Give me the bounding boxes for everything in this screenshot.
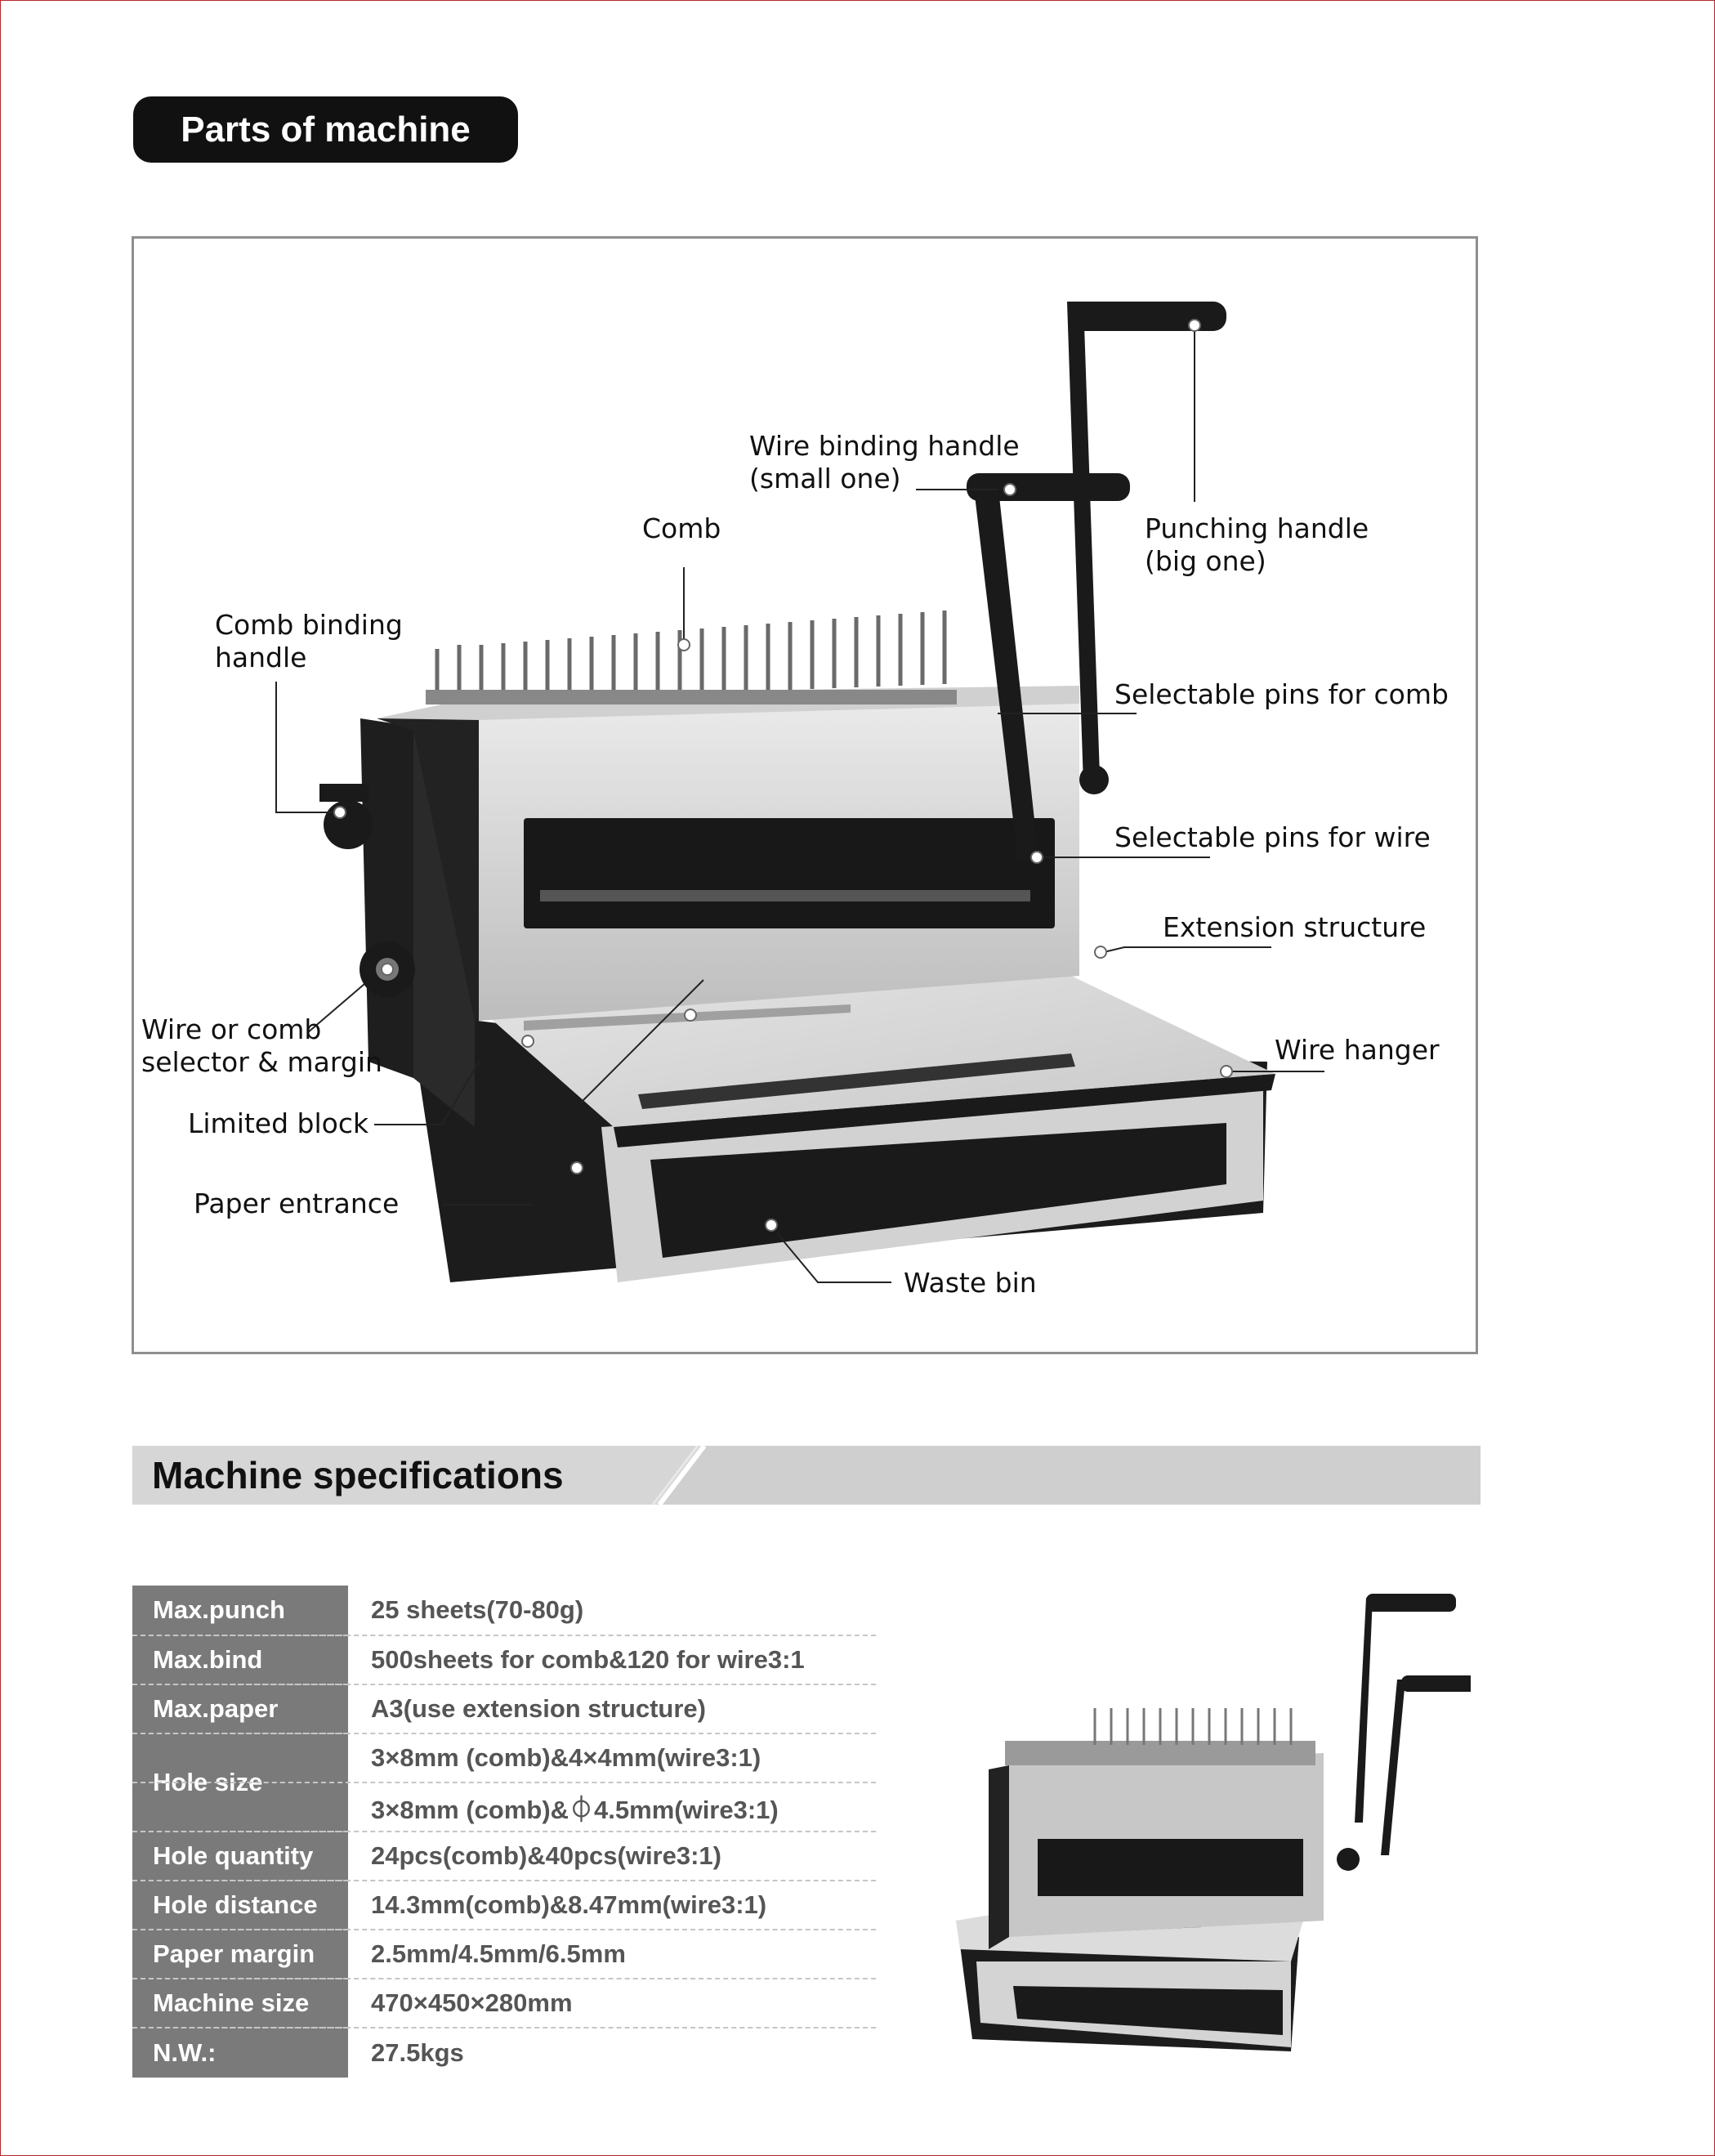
table-row: Max.punch 25 sheets(70-80g) (132, 1586, 876, 1636)
callout-wire-selector: Wire or comb selector & margin (141, 1013, 382, 1078)
table-row: N.W.: 27.5kgs (132, 2029, 876, 2078)
table-row: Hole quantity 24pcs(comb)&40pcs(wire3:1) (132, 1832, 876, 1881)
spec-value: 14.3mm(comb)&8.47mm(wire3:1) (132, 1881, 876, 1930)
callout-comb: Comb (642, 512, 721, 544)
spec-label: N.W.: (132, 2029, 348, 2078)
callout-waste-bin: Waste bin (904, 1267, 1037, 1299)
spec-value: 27.5kgs (371, 2038, 464, 2067)
table-row: Paper margin 2.5mm/4.5mm/6.5mm (132, 1930, 876, 1979)
parts-diagram-frame (132, 236, 1478, 1354)
callout-limited-block: Limited block (188, 1107, 369, 1139)
spec-value: 3×8mm (comb)&4×4mm(wire3:1) (132, 1734, 876, 1783)
callout-comb-binding-handle: Comb binding handle (215, 609, 403, 673)
table-row: Hole distance 14.3mm(comb)&8.47mm(wire3:… (132, 1881, 876, 1930)
binding-machine-thumbnail (956, 1594, 1471, 2051)
specs-header-band (132, 1446, 1481, 1505)
table-row: Max.paper A3(use extension structure) (132, 1685, 876, 1734)
callout-wire-hanger: Wire hanger (1275, 1034, 1440, 1066)
spec-value: 25 sheets(70-80g) (132, 1586, 876, 1636)
spec-value: 470×450×280mm (132, 1979, 876, 2029)
spec-label: Max.paper (132, 1685, 348, 1734)
spec-label: Hole quantity (132, 1832, 348, 1881)
specs-section-title: Machine specifications (152, 1454, 564, 1496)
specs-table: Max.punch 25 sheets(70-80g) Max.bind 500… (132, 1586, 876, 2078)
table-row: Max.bind 500sheets for comb&120 for wire… (132, 1636, 876, 1685)
binding-machine-illustration (275, 302, 1324, 1283)
callout-selectable-pins-comb: Selectable pins for comb (1114, 678, 1449, 710)
spec-value: 500sheets for comb&120 for wire3:1 (132, 1636, 876, 1685)
spec-value: 2.5mm/4.5mm/6.5mm (132, 1930, 876, 1979)
table-row: Hole size 3×8mm (comb)&4×4mm(wire3:1) 3×… (132, 1734, 876, 1832)
spec-value: 3×8mm (comb)&⏀4.5mm(wire3:1) (132, 1783, 876, 1832)
spec-label: Hole size (132, 1734, 348, 1832)
callout-paper-entrance: Paper entrance (194, 1188, 400, 1219)
callout-selectable-pins-wire: Selectable pins for wire (1114, 821, 1431, 853)
callout-punching-handle: Punching handle (big one) (1145, 512, 1369, 577)
callout-extension-structure: Extension structure (1163, 911, 1427, 943)
parts-section-title: Parts of machine (133, 96, 518, 163)
spec-label: Paper margin (132, 1930, 348, 1979)
spec-label: Max.bind (132, 1636, 348, 1685)
spec-value: 24pcs(comb)&40pcs(wire3:1) (132, 1832, 876, 1881)
table-row: Machine size 470×450×280mm (132, 1979, 876, 2029)
spec-label: Machine size (132, 1979, 348, 2029)
spec-value: A3(use extension structure) (132, 1685, 876, 1734)
callout-wire-binding-handle: Wire binding handle (small one) (749, 430, 1020, 494)
